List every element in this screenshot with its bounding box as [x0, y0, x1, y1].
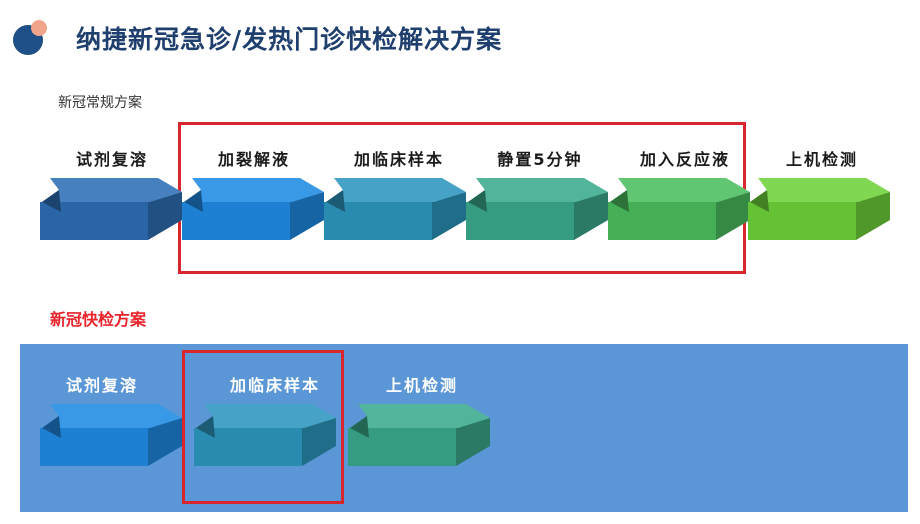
arrow-side-face [302, 418, 336, 466]
routine-step-label: 上机检测 [785, 150, 858, 169]
arrow-front-face [466, 202, 574, 240]
arrow-front-face [608, 202, 716, 240]
arrow-notch [610, 190, 629, 212]
arrow-notch [184, 190, 203, 212]
arrow-front-face [348, 428, 456, 466]
arrow-front-face [40, 428, 148, 466]
arrow-front-face [324, 202, 432, 240]
fast-step-label: 上机检测 [385, 376, 458, 395]
arrow-notch [326, 190, 345, 212]
fast-plan-label: 新冠快检方案 [50, 310, 147, 329]
arrow-top-face [750, 178, 890, 202]
arrow-side-face [856, 192, 890, 240]
routine-step-label: 加入反应液 [639, 150, 730, 169]
fast-step-label: 加临床样本 [229, 376, 320, 395]
arrow-side-face [716, 192, 750, 240]
routine-step-label: 静置5分钟 [497, 150, 583, 169]
arrow-notch [42, 190, 61, 212]
fast-step-arrow [40, 404, 182, 466]
routine-step-arrow [182, 178, 324, 240]
arrow-top-face [184, 178, 324, 202]
arrow-top-face [42, 404, 182, 428]
fast-step-label: 试剂复溶 [65, 376, 138, 395]
fast-highlight-box [182, 350, 344, 504]
arrow-side-face [290, 192, 324, 240]
routine-step-label: 加裂解液 [217, 150, 290, 169]
arrow-side-face [456, 418, 490, 466]
arrow-top-face [350, 404, 490, 428]
arrow-notch [42, 416, 61, 438]
arrow-side-face [148, 192, 182, 240]
routine-step-arrow [466, 178, 608, 240]
routine-step-arrow [748, 178, 890, 240]
arrow-top-face [196, 404, 336, 428]
arrow-notch [350, 416, 369, 438]
arrow-top-face [610, 178, 750, 202]
routine-step-arrow [40, 178, 182, 240]
logo-icon [13, 20, 47, 55]
routine-step-label: 加临床样本 [353, 150, 444, 169]
routine-step-label: 试剂复溶 [75, 150, 148, 169]
arrow-top-face [468, 178, 608, 202]
arrow-front-face [748, 202, 856, 240]
arrow-notch [468, 190, 487, 212]
arrow-front-face [40, 202, 148, 240]
arrow-top-face [42, 178, 182, 202]
arrow-top-face [326, 178, 466, 202]
arrow-front-face [194, 428, 302, 466]
arrow-notch [196, 416, 215, 438]
fast-step-arrow [194, 404, 336, 466]
arrow-side-face [574, 192, 608, 240]
arrow-notch [750, 190, 769, 212]
routine-step-arrow [324, 178, 466, 240]
arrow-front-face [182, 202, 290, 240]
arrow-side-face [148, 418, 182, 466]
arrow-side-face [432, 192, 466, 240]
routine-plan-label: 新冠常规方案 [58, 95, 142, 111]
routine-step-arrow [608, 178, 750, 240]
fast-step-arrow [348, 404, 490, 466]
page-title: 纳捷新冠急诊/发热门诊快检解决方案 [76, 25, 503, 54]
